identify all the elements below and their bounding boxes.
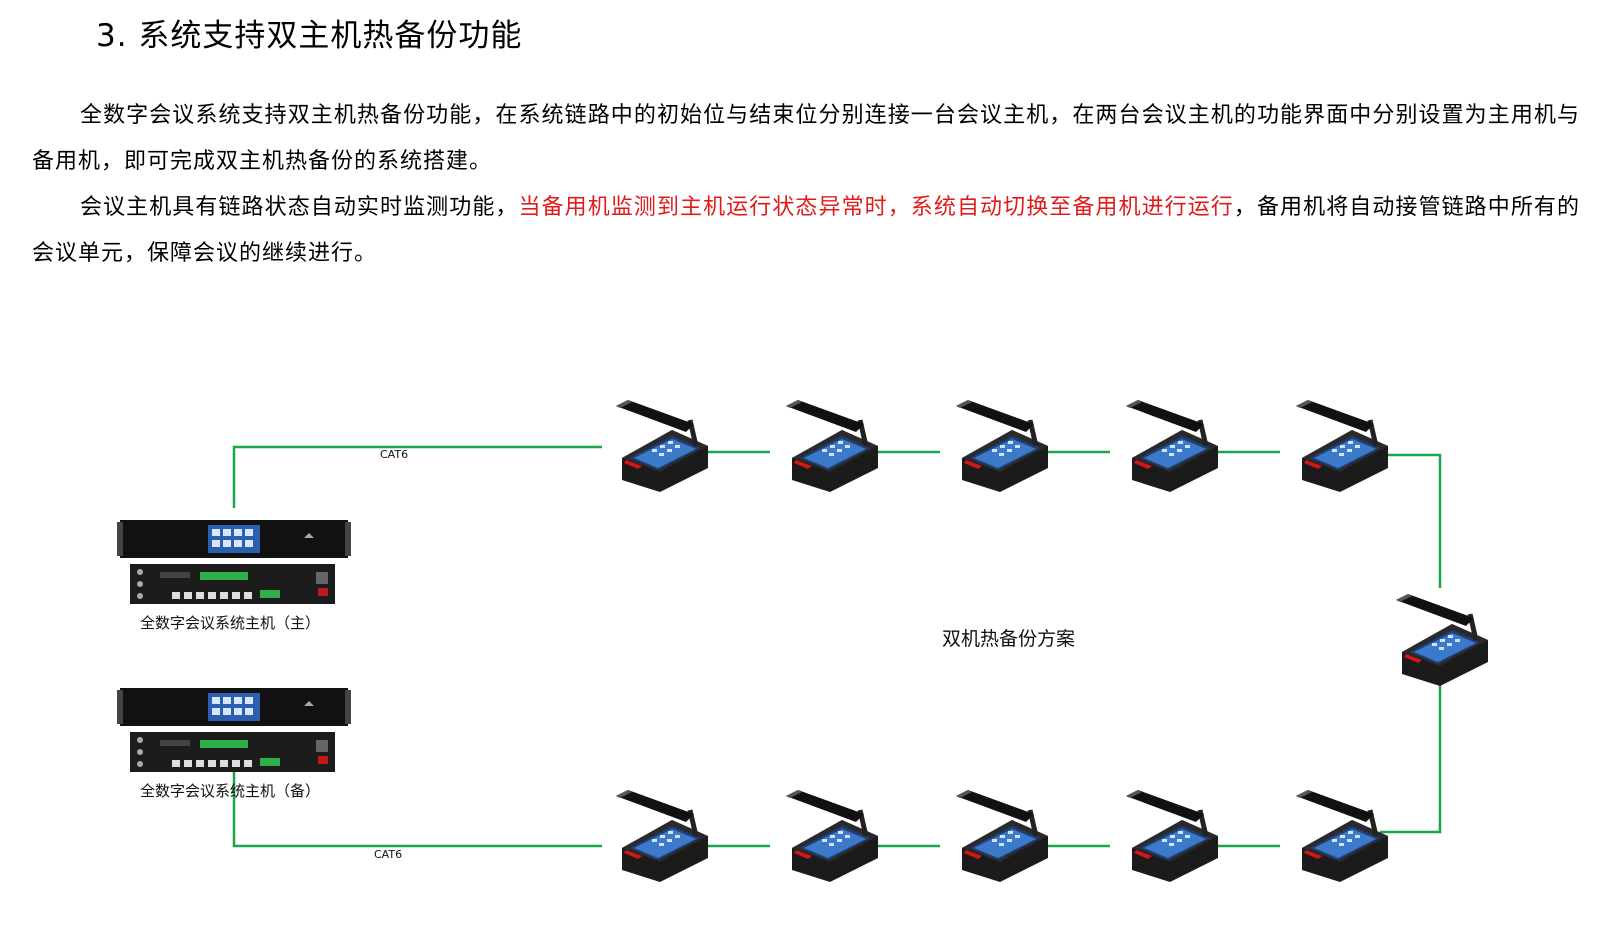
cable-label-bottom: CAT6 [374,848,402,861]
section-title: 3. 系统支持双主机热备份功能 [96,18,523,54]
conference-unit-bottom-1 [616,790,708,882]
diagram-title: 双机热备份方案 [942,628,1075,650]
paragraph-monitoring-highlight: 当备用机监测到主机运行状态异常时，系统自动切换至备用机进行运行 [518,195,1234,220]
cable-top [232,445,1442,588]
paragraph-monitoring-part2: ，备用机将自动接管链路中所有的会议单元，保障会议的继续进行。 [32,195,1580,266]
paragraph-intro: 全数字会议系统支持双主机热备份功能，在系统链路中的初始位与结束位分别连接一台会议… [32,103,1580,174]
conference-unit-bottom-4 [1126,790,1218,882]
host-backup-label: 全数字会议系统主机（备） [140,782,320,800]
cable-bottom [232,676,1442,848]
conference-unit-top-4 [1126,400,1218,492]
conference-unit-bottom-5 [1296,790,1388,882]
conference-unit-bottom-2 [786,790,878,882]
conference-unit-bottom-3 [956,790,1048,882]
host-backup-device [117,688,351,772]
conference-unit-top-1 [616,400,708,492]
conference-unit-top-5 [1296,400,1388,492]
host-main-label: 全数字会议系统主机（主） [140,614,320,632]
cable-label-top: CAT6 [380,448,408,461]
paragraph-monitoring-part1: 会议主机具有链路状态自动实时监测功能， [80,195,519,220]
conference-unit-top-2 [786,400,878,492]
paragraph-monitoring: 会议主机具有链路状态自动实时监测功能，当备用机监测到主机运行状态异常时，系统自动… [32,185,1580,277]
conference-unit-top-3 [956,400,1048,492]
conference-unit-right [1396,594,1488,686]
host-main-device [117,520,351,604]
